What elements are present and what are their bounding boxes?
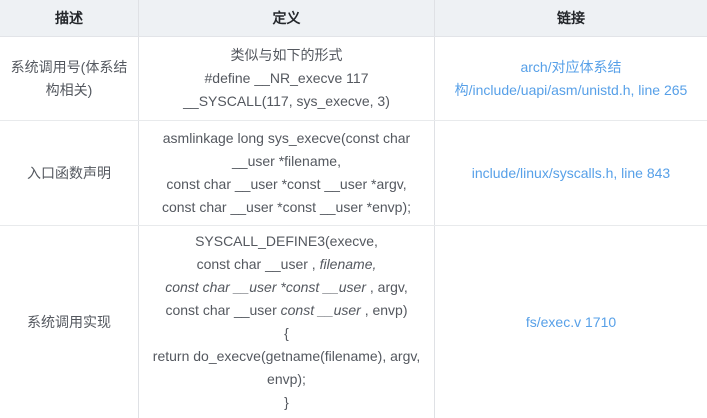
definition-line: const char __user , filename, — [196, 256, 377, 272]
column-header-link: 链接 — [557, 10, 585, 26]
definition-line: } — [284, 394, 289, 410]
definition-line: return do_execve(getname(filename), argv… — [152, 348, 421, 364]
definition-line: const char __user const __user , envp) — [165, 302, 408, 318]
table-header-row: 描述 定义 链接 — [0, 0, 707, 37]
link-cell: include/linux/syscalls.h, line 843 — [435, 121, 707, 225]
link-syscalls-header[interactable]: include/linux/syscalls.h, line 843 — [471, 164, 671, 181]
table-row-entry-declaration: 入口函数声明 asmlinkage long sys_execve(const … — [0, 121, 707, 226]
definition-line: SYSCALL_DEFINE3(execve, — [195, 233, 378, 249]
definition-line: { — [284, 325, 289, 341]
definition-cell: SYSCALL_DEFINE3(execve,const char __user… — [139, 226, 435, 418]
link-fs-exec[interactable]: fs/exec.v 1710 — [525, 313, 617, 330]
definition-line: __SYSCALL(117, sys_execve, 3) — [183, 93, 390, 109]
description-cell: 入口函数声明 — [0, 121, 139, 225]
definition-line: envp); — [267, 371, 306, 387]
definition-line: __user *filename, — [232, 153, 341, 169]
column-header-description: 描述 — [0, 0, 139, 36]
table-row-syscall-implementation: 系统调用实现 SYSCALL_DEFINE3(execve,const char… — [0, 226, 707, 418]
table-row-syscall-number: 系统调用号(体系结构相关) 类似与如下的形式 #define __NR_execv… — [0, 37, 707, 121]
definition-line: const char __user *const __user *envp); — [161, 199, 412, 215]
link-cell: fs/exec.v 1710 — [435, 226, 707, 418]
link-arch-unistd[interactable]: arch/对应体系结构/include/uapi/asm/unistd.h, l… — [454, 58, 688, 98]
definition-line: #define __NR_execve 117 — [204, 70, 369, 86]
definition-line: const char __user *const __user *argv, — [166, 176, 407, 192]
definition-line: asmlinkage long sys_execve(const char — [162, 130, 411, 146]
column-header-definition: 定义 — [139, 0, 435, 36]
definition-cell: 类似与如下的形式 #define __NR_execve 117 __SYSCALL… — [139, 37, 435, 120]
definition-line: 类似与如下的形式 — [230, 47, 343, 63]
link-cell: arch/对应体系结构/include/uapi/asm/unistd.h, l… — [435, 37, 707, 120]
description-cell: 系统调用实现 — [0, 226, 139, 418]
definition-cell: asmlinkage long sys_execve(const char __u… — [139, 121, 435, 225]
description-cell: 系统调用号(体系结构相关) — [0, 37, 139, 120]
definition-line: const char __user *const __user , argv, — [165, 279, 408, 295]
